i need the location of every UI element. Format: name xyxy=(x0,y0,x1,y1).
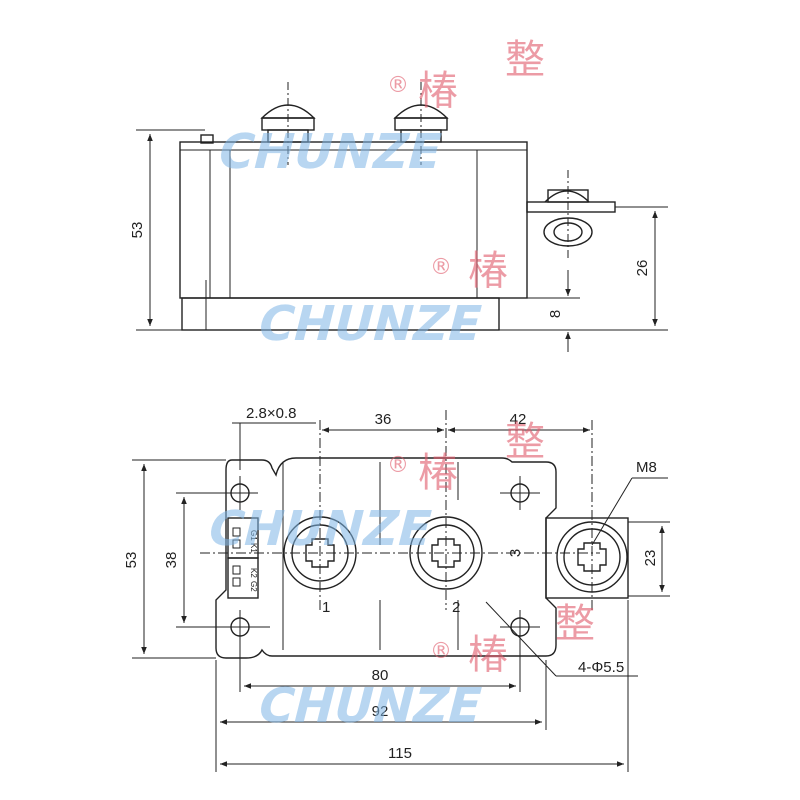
watermark-3: CHUNZE ® 椿 整 xyxy=(202,419,545,557)
watermark-brand: CHUNZE xyxy=(252,297,488,352)
dim-side-26: 26 xyxy=(499,206,668,331)
gate-connector: G1 K1 K2 G2 xyxy=(227,517,259,599)
watermark-chinese-2: 整 xyxy=(555,601,595,647)
terminal-1: 1 xyxy=(200,420,600,616)
dim-80-label: 80 xyxy=(372,667,389,684)
dim-pin-size: 2.8×0.8 xyxy=(232,405,316,470)
dim-42: 42 xyxy=(448,411,590,433)
dim-m8-label: M8 xyxy=(636,459,657,476)
side-view: 53 26 8 xyxy=(129,82,668,352)
watermark-brand: CHUNZE xyxy=(252,679,488,734)
top-view: G1 K1 K2 G2 1 2 3 xyxy=(123,405,670,772)
watermark-2: CHUNZE ® 椿 xyxy=(252,248,508,352)
terminal-1-label: 1 xyxy=(322,599,330,616)
dim-top-53: 53 xyxy=(123,459,226,659)
watermark-registered: ® xyxy=(387,73,409,98)
side-base xyxy=(181,297,500,331)
dim-side-26-label: 26 xyxy=(634,260,651,277)
label-g1: G1 xyxy=(249,530,258,541)
dim-pin-size-label: 2.8×0.8 xyxy=(246,405,296,422)
terminal-screw-3 xyxy=(526,170,616,260)
terminal-2-label: 2 xyxy=(452,599,460,616)
dim-80: 80 xyxy=(239,640,521,692)
watermark-registered: ® xyxy=(430,255,452,280)
watermark-brand: CHUNZE xyxy=(202,502,438,557)
label-k2: K2 xyxy=(249,568,258,578)
terminal-screw-2 xyxy=(393,82,449,165)
dim-23: 23 xyxy=(628,521,670,597)
watermark-chinese-1: 椿 xyxy=(468,632,508,678)
dim-holes: 4-Φ5.5 xyxy=(485,601,638,677)
dim-115: 115 xyxy=(220,600,629,772)
label-g2: G2 xyxy=(249,581,258,592)
mount-hole-tl xyxy=(222,476,258,510)
watermark-chinese-1: 椿 xyxy=(418,450,458,496)
watermark-brand: CHUNZE xyxy=(212,125,448,180)
dim-top-53-label: 53 xyxy=(123,552,140,569)
gate-pin xyxy=(200,134,214,144)
terminal-2: 2 xyxy=(409,410,483,616)
label-k1: K1 xyxy=(249,543,258,553)
watermark-registered: ® xyxy=(387,453,409,478)
watermark-1: CHUNZE ® 椿 整 xyxy=(212,37,545,180)
mount-hole-bl xyxy=(222,610,270,644)
dim-side-53-label: 53 xyxy=(129,222,146,239)
watermark-registered: ® xyxy=(430,639,452,664)
watermark-chinese-2: 整 xyxy=(505,419,545,465)
mount-hole-tr xyxy=(500,476,540,510)
terminal-3 xyxy=(545,420,629,610)
dim-side-53: 53 xyxy=(129,129,205,331)
dim-92: 92 xyxy=(215,660,547,772)
dim-92-label: 92 xyxy=(372,703,389,720)
top-outline xyxy=(215,457,557,659)
dim-36: 36 xyxy=(322,411,444,433)
dim-115-label: 115 xyxy=(388,745,412,762)
watermark-chinese-2: 整 xyxy=(505,37,545,83)
terminal-3-label: 3 xyxy=(507,549,524,557)
dim-23-label: 23 xyxy=(642,550,659,567)
dim-38-label: 38 xyxy=(163,552,180,569)
dim-side-8-label: 8 xyxy=(547,310,564,318)
watermark-4: CHUNZE ® 椿 整 xyxy=(252,601,595,734)
dim-side-8: 8 xyxy=(499,270,580,352)
dim-36-label: 36 xyxy=(375,411,392,428)
dim-m8: M8 xyxy=(591,459,668,546)
dim-42-label: 42 xyxy=(510,411,527,428)
terminal-screw-1 xyxy=(260,82,316,165)
watermark-chinese-1: 椿 xyxy=(468,248,508,294)
watermark-chinese-1: 椿 xyxy=(418,68,458,114)
dim-38: 38 xyxy=(163,492,222,628)
dim-holes-label: 4-Φ5.5 xyxy=(578,659,624,676)
